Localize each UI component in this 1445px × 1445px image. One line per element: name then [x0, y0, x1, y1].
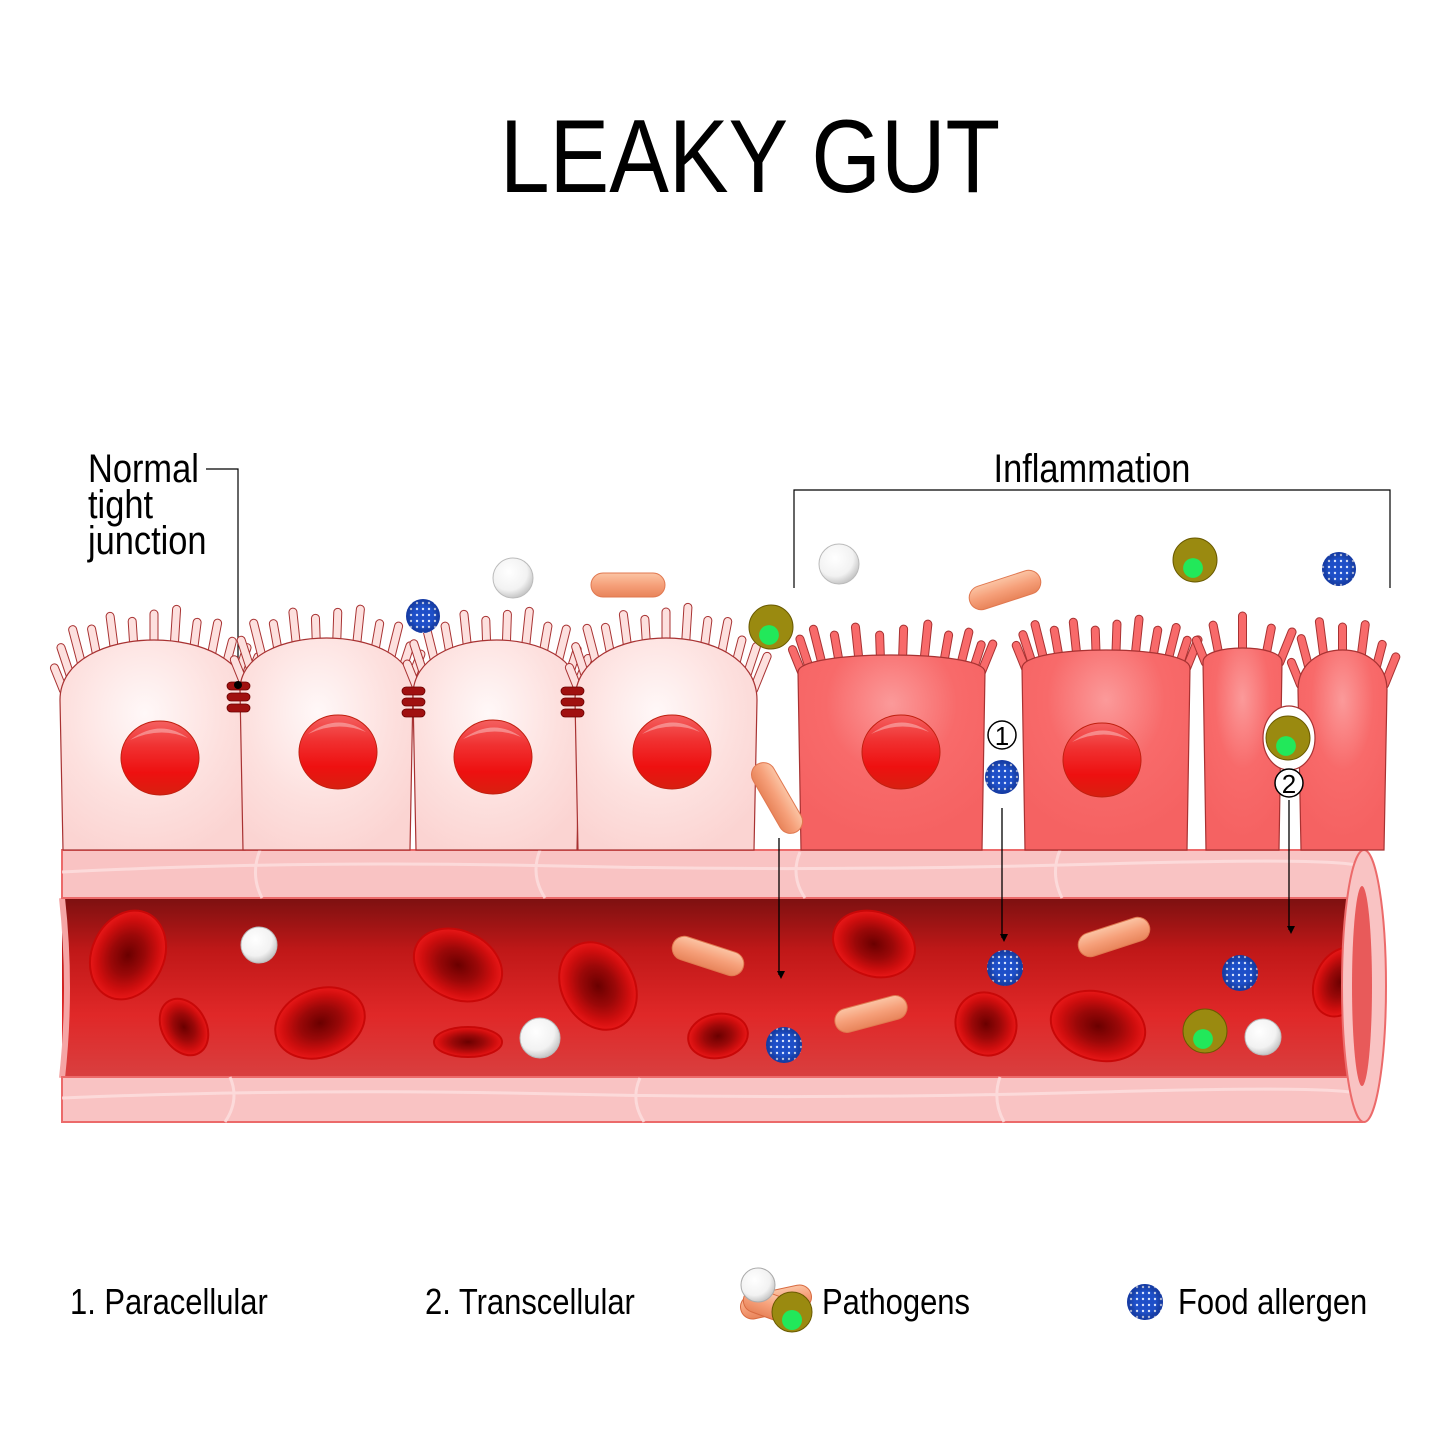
- legend-transcellular: 2. Transcellular: [425, 1283, 635, 1323]
- normal-tight-junction-label: Normal tight junction: [87, 446, 206, 563]
- label-line: junction: [87, 518, 206, 563]
- page-title: LEAKY GUT: [500, 98, 1000, 215]
- tight-junction-leader-line: [206, 468, 239, 685]
- leader-line-dot: [234, 681, 242, 689]
- healthy-cell: [49, 604, 263, 851]
- green-pathogen: [1172, 537, 1218, 583]
- nucleus: [298, 714, 378, 790]
- pathogen-core: [759, 625, 779, 645]
- intestinal-epithelium: [49, 602, 1401, 851]
- bacillus-pathogen: [751, 762, 803, 834]
- inflamed-cell: [1286, 617, 1401, 851]
- legend: 1. Paracellular 2. Transcellular Pathoge…: [70, 1267, 1367, 1333]
- white-pathogen: [492, 557, 534, 599]
- red-blood-cells: [89, 909, 1371, 1063]
- tight-junctions: [226, 681, 585, 718]
- nucleus-highlight: [308, 722, 366, 734]
- marker-transcellular: 2: [1274, 768, 1304, 799]
- marker-paracellular: 1: [987, 720, 1017, 751]
- red-blood-cell: [954, 991, 1018, 1057]
- nucleus: [632, 714, 712, 790]
- allergen-shade: [987, 950, 1023, 986]
- tight-junction: [226, 681, 251, 713]
- cell-body: [1202, 647, 1283, 851]
- bacillus-pathogen: [1077, 916, 1151, 958]
- bacillus-pathogen: [968, 569, 1042, 611]
- nucleus-highlight: [130, 728, 188, 740]
- vessel-bottom-wall: [61, 1076, 1363, 1123]
- red-blood-cell: [832, 909, 916, 979]
- vessel-left-edge: [59, 897, 70, 1079]
- red-blood-cell: [687, 1012, 749, 1060]
- tight-junction: [560, 686, 585, 718]
- food-allergen: [985, 760, 1019, 794]
- vessel-top-wall-texture: [61, 849, 1365, 899]
- tight-junction: [401, 686, 426, 718]
- bacillus-pathogen: [671, 935, 745, 977]
- inflammation-label: Inflammation: [994, 446, 1191, 491]
- inflammation-bracket: [793, 489, 1391, 588]
- particles: [240, 537, 1356, 1063]
- food-allergen: [1222, 955, 1258, 991]
- red-blood-cell: [558, 941, 638, 1031]
- transport-arrows: [777, 800, 1295, 979]
- pathogens-icon: [740, 1267, 813, 1333]
- food-allergen: [1322, 552, 1356, 586]
- inflamed-cell: [787, 619, 998, 851]
- nucleus: [861, 714, 941, 790]
- cell-body: [1297, 649, 1388, 851]
- legend-paracellular: 1. Paracellular: [70, 1283, 268, 1323]
- bacillus-pathogen: [834, 995, 908, 1033]
- food-allergen: [987, 950, 1023, 986]
- nucleus-highlight: [463, 727, 521, 739]
- healthy-cell: [229, 604, 426, 851]
- white-pathogen: [818, 543, 860, 585]
- red-blood-cell: [433, 1026, 503, 1058]
- blood-vessel: [59, 849, 1387, 1123]
- nucleus: [120, 720, 200, 796]
- allergen-shade: [406, 599, 440, 633]
- pathogen-core: [1276, 736, 1296, 756]
- white-pathogen: [240, 926, 278, 964]
- red-blood-cell: [274, 986, 366, 1060]
- nucleus-highlight: [871, 722, 929, 734]
- marker-number: 1: [995, 721, 1009, 751]
- red-blood-cell: [1049, 989, 1147, 1063]
- nucleus-highlight: [1072, 730, 1130, 742]
- pathogen-core: [1193, 1029, 1213, 1049]
- green-pathogen: [1182, 1008, 1228, 1054]
- allergen-shade: [1322, 552, 1356, 586]
- white-pathogen: [1244, 1018, 1282, 1056]
- label-line: Normal: [88, 446, 199, 491]
- green-pathogen: [1265, 715, 1311, 761]
- white-pathogen: [519, 1017, 561, 1059]
- inflamed-cell: [1191, 611, 1297, 851]
- food-allergen: [406, 599, 440, 633]
- label-line: tight: [88, 482, 154, 527]
- red-blood-cell: [89, 909, 167, 1001]
- food-allergen: [766, 1027, 802, 1063]
- red-blood-cell: [158, 997, 210, 1057]
- bacillus-pathogen: [590, 572, 666, 598]
- red-blood-cell: [412, 927, 504, 1003]
- allergen-shade: [985, 760, 1019, 794]
- nucleus-highlight: [642, 722, 700, 734]
- legend-pathogens: Pathogens: [822, 1283, 970, 1323]
- inflamed-cell: [1011, 614, 1203, 851]
- marker-number: 2: [1282, 769, 1296, 799]
- nucleus: [453, 719, 533, 795]
- pathogen-core: [1183, 558, 1203, 578]
- nucleus: [1062, 722, 1142, 798]
- food-allergen-icon: [1127, 1284, 1163, 1320]
- vessel-open-end-inner: [1352, 886, 1372, 1086]
- vessel-bottom-wall-texture: [61, 1076, 1365, 1123]
- allergen-shade: [766, 1027, 802, 1063]
- healthy-cell: [564, 602, 772, 851]
- healthy-cell: [402, 606, 593, 851]
- green-pathogen: [748, 604, 794, 650]
- allergen-shade: [1222, 955, 1258, 991]
- legend-food-allergen: Food allergen: [1178, 1283, 1367, 1323]
